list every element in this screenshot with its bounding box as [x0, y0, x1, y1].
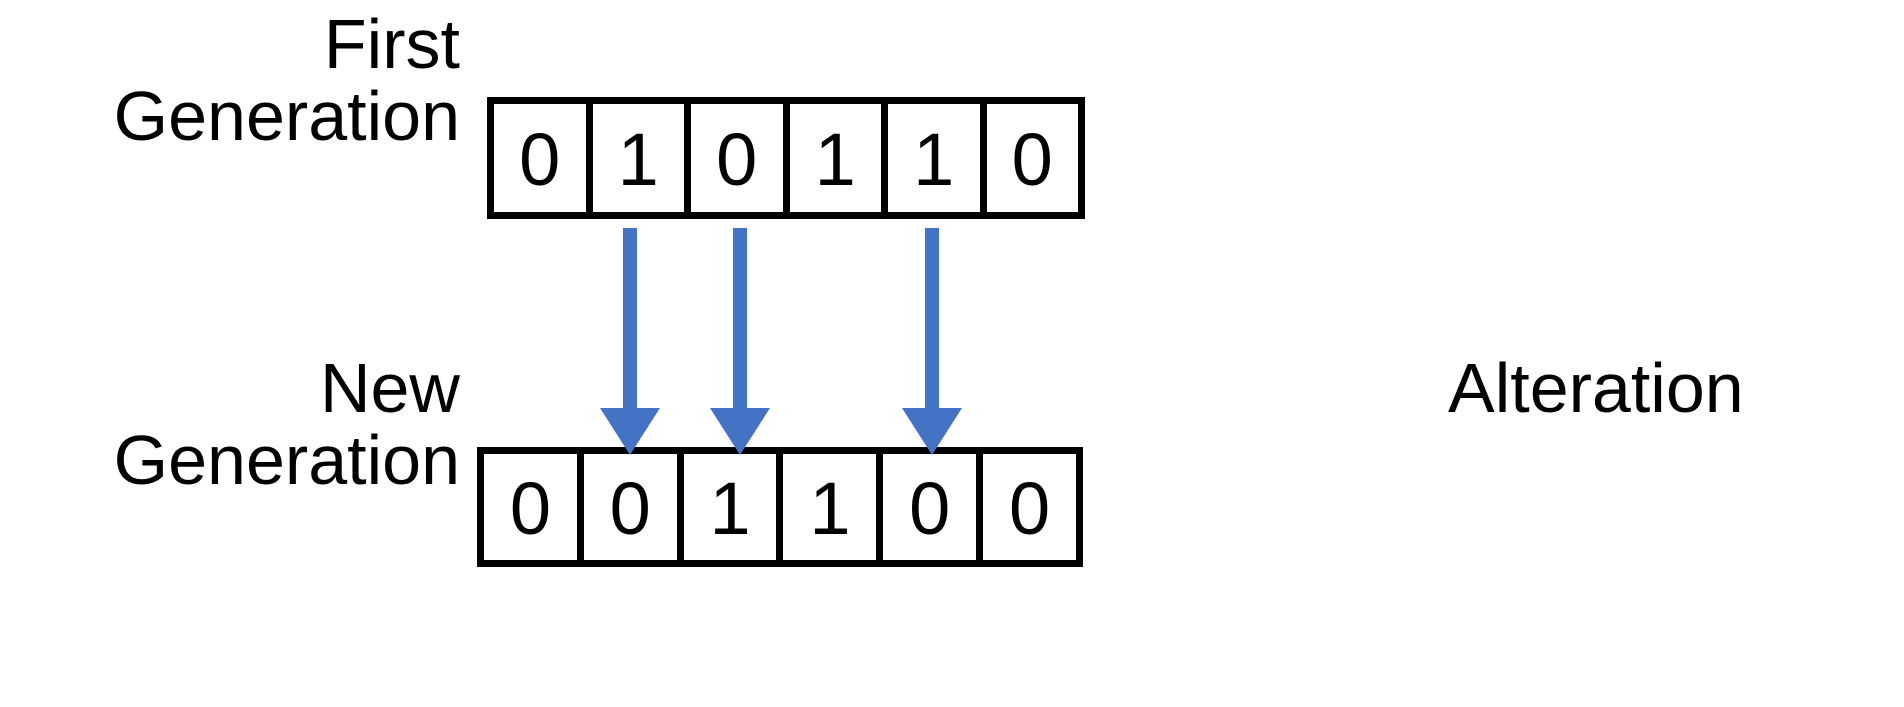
- first-generation-cell: 1: [888, 104, 987, 212]
- first-generation-label: First Generation: [0, 8, 460, 152]
- new-generation-cell: 1: [683, 454, 784, 560]
- cell-value: 0: [909, 467, 951, 550]
- first-generation-cell: 0: [986, 104, 1078, 212]
- new-generation-cell: 0: [983, 454, 1076, 560]
- cell-value: 1: [709, 467, 751, 550]
- cell-value: 1: [913, 118, 955, 201]
- cell-value: 0: [1008, 467, 1051, 550]
- first-generation-cell: 1: [592, 104, 691, 212]
- first-generation-chromosome: 0 1 0 1 1 0: [487, 97, 1085, 219]
- first-generation-label-line2: Generation: [113, 77, 460, 155]
- alteration-label: Alteration: [1448, 352, 1744, 424]
- first-generation-label-line1: First: [323, 5, 460, 83]
- alteration-arrow-2: [710, 228, 770, 455]
- first-generation-cell: 0: [691, 104, 790, 212]
- new-generation-cell: 0: [484, 454, 584, 560]
- cell-value: 0: [716, 118, 758, 201]
- new-generation-label: New Generation: [0, 352, 460, 496]
- new-generation-cell: 1: [783, 454, 884, 560]
- new-generation-label-line2: Generation: [113, 421, 460, 499]
- alteration-arrow-1: [600, 228, 660, 455]
- cell-value: 1: [814, 118, 856, 201]
- alteration-label-text: Alteration: [1448, 349, 1744, 427]
- new-generation-chromosome: 0 0 1 1 0 0: [477, 447, 1083, 567]
- first-generation-cell: 1: [789, 104, 888, 212]
- cell-value: 0: [609, 467, 651, 550]
- new-generation-cell: 0: [583, 454, 684, 560]
- alteration-arrow-3: [902, 228, 962, 455]
- new-generation-cell: 0: [883, 454, 984, 560]
- cell-value: 0: [509, 467, 551, 550]
- first-generation-cell: 0: [494, 104, 593, 212]
- cell-value: 1: [809, 467, 851, 550]
- cell-value: 0: [519, 118, 561, 201]
- cell-value: 0: [1011, 118, 1053, 201]
- cell-value: 1: [617, 118, 659, 201]
- new-generation-label-line1: New: [319, 349, 460, 427]
